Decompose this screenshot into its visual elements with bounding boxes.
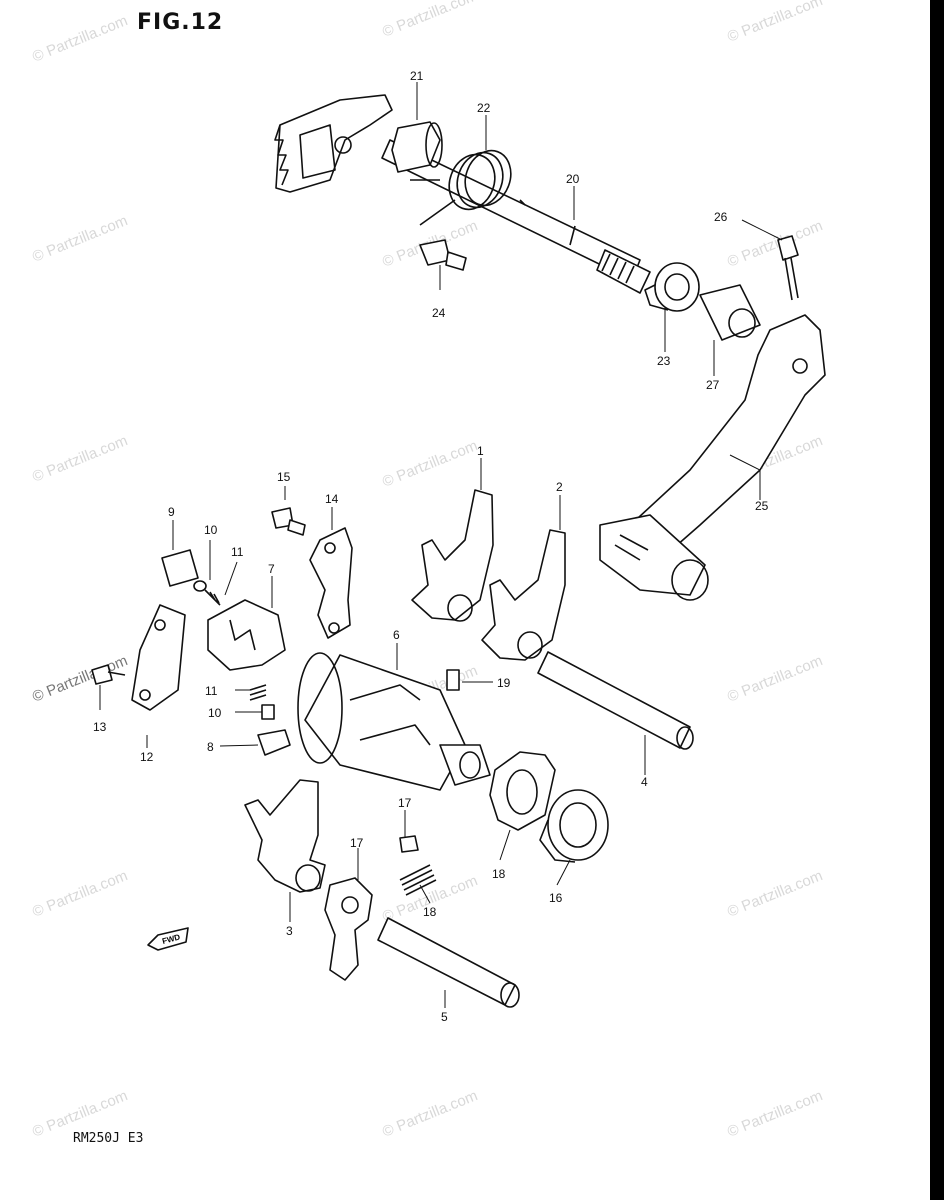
- shift-fork-1: [411, 489, 494, 622]
- callout-9: 9: [168, 505, 175, 519]
- stopper-arm: [324, 877, 373, 981]
- callout-21: 19: [497, 676, 511, 690]
- callout-1: 1: [477, 444, 484, 458]
- callout-8: 8: [207, 740, 214, 754]
- callout-29: 27: [706, 378, 720, 392]
- shift-fork-2: [481, 529, 566, 661]
- callout-11b: 11: [205, 684, 218, 698]
- cam-stopper-plate: [131, 604, 186, 711]
- callout-16: 16: [549, 891, 563, 905]
- pedal-bolt: [777, 235, 799, 301]
- arm-spring-pin: [399, 835, 437, 896]
- stopper-plate-14: [309, 527, 353, 639]
- callout-26: 24: [432, 306, 446, 320]
- shaft-stopper-bolt: [419, 239, 467, 271]
- gear-shift-cam-drum: [297, 652, 491, 791]
- callout-14: 14: [325, 492, 339, 506]
- shaft-collar: [699, 284, 761, 341]
- callout-19: 17: [398, 796, 412, 810]
- callout-18: 18: [423, 905, 437, 919]
- callout-5: 5: [441, 1010, 448, 1024]
- callout-13: 13: [93, 720, 107, 734]
- cam-bearing: [539, 789, 609, 863]
- callout-20: 18: [492, 867, 506, 881]
- return-spring: [410, 149, 512, 226]
- gear-shift-sector-arm: [274, 94, 393, 193]
- callout-25: 23: [657, 354, 671, 368]
- right-edge-strip: [930, 0, 944, 1200]
- callout-15: 15: [277, 470, 291, 484]
- callout-22: 20: [566, 172, 580, 186]
- callout-17: 17: [350, 836, 364, 850]
- callout-6: 6: [393, 628, 400, 642]
- plate-screw-15: [271, 507, 306, 536]
- figure-title: FIG.12: [137, 10, 224, 35]
- callout-27: 25: [755, 499, 769, 513]
- callout-10: 10: [204, 523, 218, 537]
- callout-23: 21: [410, 69, 424, 83]
- callout-28: 26: [714, 210, 728, 224]
- callout-12: 12: [140, 750, 154, 764]
- cam-guide: [207, 599, 286, 671]
- model-code: RM250J E3: [73, 1131, 144, 1146]
- gear-shift-shaft: [381, 139, 651, 294]
- callout-11: 11: [231, 545, 244, 559]
- gear-shift-stopper: [257, 729, 291, 756]
- shaft-bushing: [391, 121, 443, 173]
- fork-shaft-upper: [537, 651, 694, 750]
- callout-10b: 10: [208, 706, 222, 720]
- cam-pin: [446, 669, 460, 691]
- callout-leaders: [99, 82, 783, 1008]
- callout-3: 3: [286, 924, 293, 938]
- fwd-arrow-icon: FWD: [147, 927, 189, 951]
- callout-7: 7: [268, 562, 275, 576]
- cam-driven-gear: [489, 751, 556, 831]
- shaft-bearing: [644, 262, 700, 312]
- callout-2: 2: [556, 480, 563, 494]
- shift-fork-3: [244, 779, 326, 893]
- callout-24: 22: [477, 101, 491, 115]
- plate-screw-13: [91, 664, 126, 685]
- callout-4: 4: [641, 775, 648, 789]
- gear-shift-pedal: [599, 314, 826, 601]
- fork-shaft-lower: [377, 917, 520, 1008]
- stopper-cap: [161, 549, 199, 587]
